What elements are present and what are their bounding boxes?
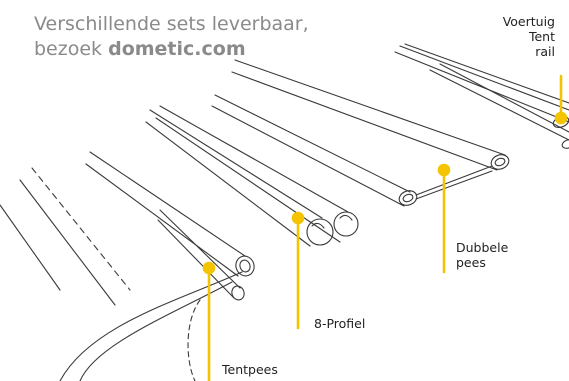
label-dubbele: Dubbele	[456, 240, 509, 255]
label-tent: Tent	[528, 29, 555, 44]
callout-dubbele-pees	[437, 163, 451, 274]
intro-line-1: Verschillende sets leverbaar,	[34, 13, 309, 35]
intro-line-2: bezoek dometic.com	[34, 37, 364, 62]
double-keder-profile	[211, 59, 510, 207]
eight-profile	[145, 105, 359, 247]
label-dubbele-pees: Dubbele pees	[456, 240, 508, 270]
label-8-profiel: 8-Profiel	[314, 316, 366, 331]
tent-fabric-edge	[0, 167, 131, 306]
intro-prefix: bezoek	[34, 38, 109, 60]
vehicle-tent-rail-profile	[394, 43, 569, 149]
brand-link-text: dometic.com	[108, 38, 246, 60]
callout-tentpees	[202, 261, 216, 381]
tent-keder-profile	[59, 151, 255, 381]
callout-8-profiel	[291, 211, 305, 330]
label-tentpees: Tentpees	[222, 362, 278, 377]
label-voertuig: Voertuig	[502, 14, 555, 29]
label-voertuig-tent-rail: Voertuig Tent rail	[465, 14, 555, 59]
intro-text: Verschillende sets leverbaar, bezoek dom…	[34, 12, 364, 62]
callout-voertuig-tent-rail	[554, 74, 568, 125]
label-pees: pees	[456, 255, 486, 270]
label-rail: rail	[535, 44, 555, 59]
